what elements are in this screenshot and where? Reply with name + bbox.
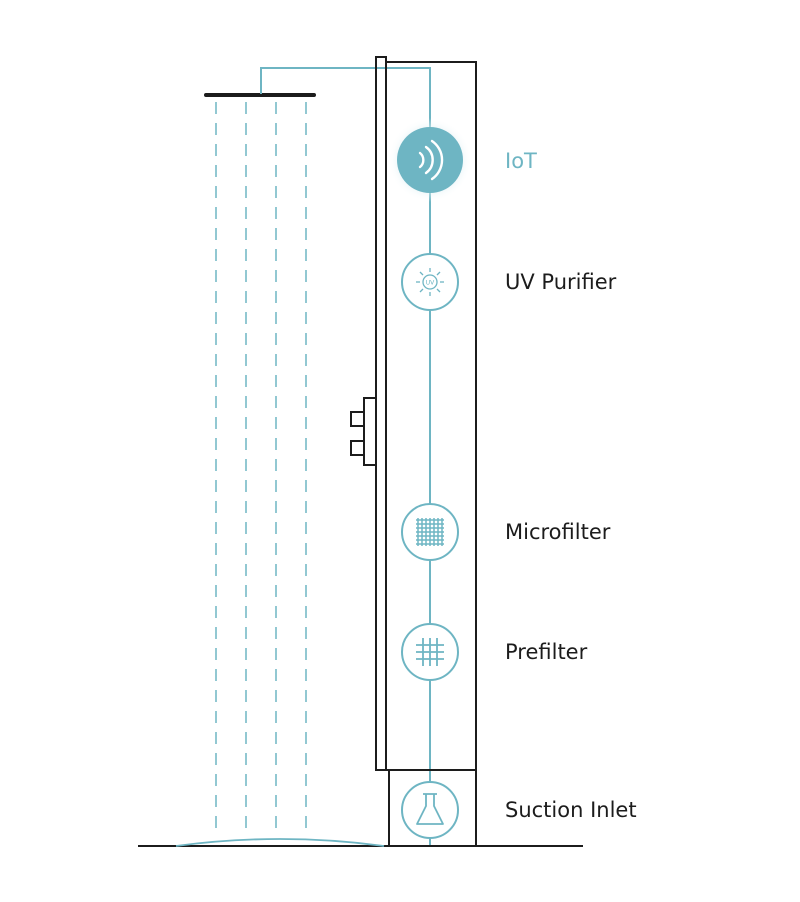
mixer-knob-bottom xyxy=(350,440,365,456)
iot-node xyxy=(388,118,472,202)
suction-inlet-label: Suction Inlet xyxy=(505,798,637,822)
suction-inlet-node xyxy=(401,781,459,839)
sun-icon xyxy=(416,268,444,296)
iot-label: IoT xyxy=(505,149,537,173)
prefilter-label: Prefilter xyxy=(505,640,588,664)
mixer-knob-top xyxy=(350,411,365,427)
shower-column xyxy=(350,56,477,847)
uv-icon-text: UV xyxy=(426,280,435,287)
fine-grid-icon xyxy=(416,518,444,546)
column-side-panel xyxy=(375,56,387,771)
microfilter-label: Microfilter xyxy=(505,520,611,544)
uv-circle xyxy=(401,253,459,311)
prefilter-node xyxy=(401,623,459,681)
iot-circle xyxy=(397,127,463,193)
water-pipe xyxy=(260,67,431,846)
coarse-grid-icon xyxy=(416,638,444,666)
column-base xyxy=(388,769,477,847)
uv-node: UV xyxy=(401,253,459,311)
uv-purifier-label: UV Purifier xyxy=(505,270,617,294)
flask-icon xyxy=(416,793,444,825)
mixer-plate xyxy=(363,397,377,466)
water-streams xyxy=(215,102,307,835)
wireless-signal-icon xyxy=(418,139,444,181)
water-puddle xyxy=(175,838,385,847)
microfilter-node xyxy=(401,503,459,561)
suction-inlet-circle xyxy=(401,781,459,839)
